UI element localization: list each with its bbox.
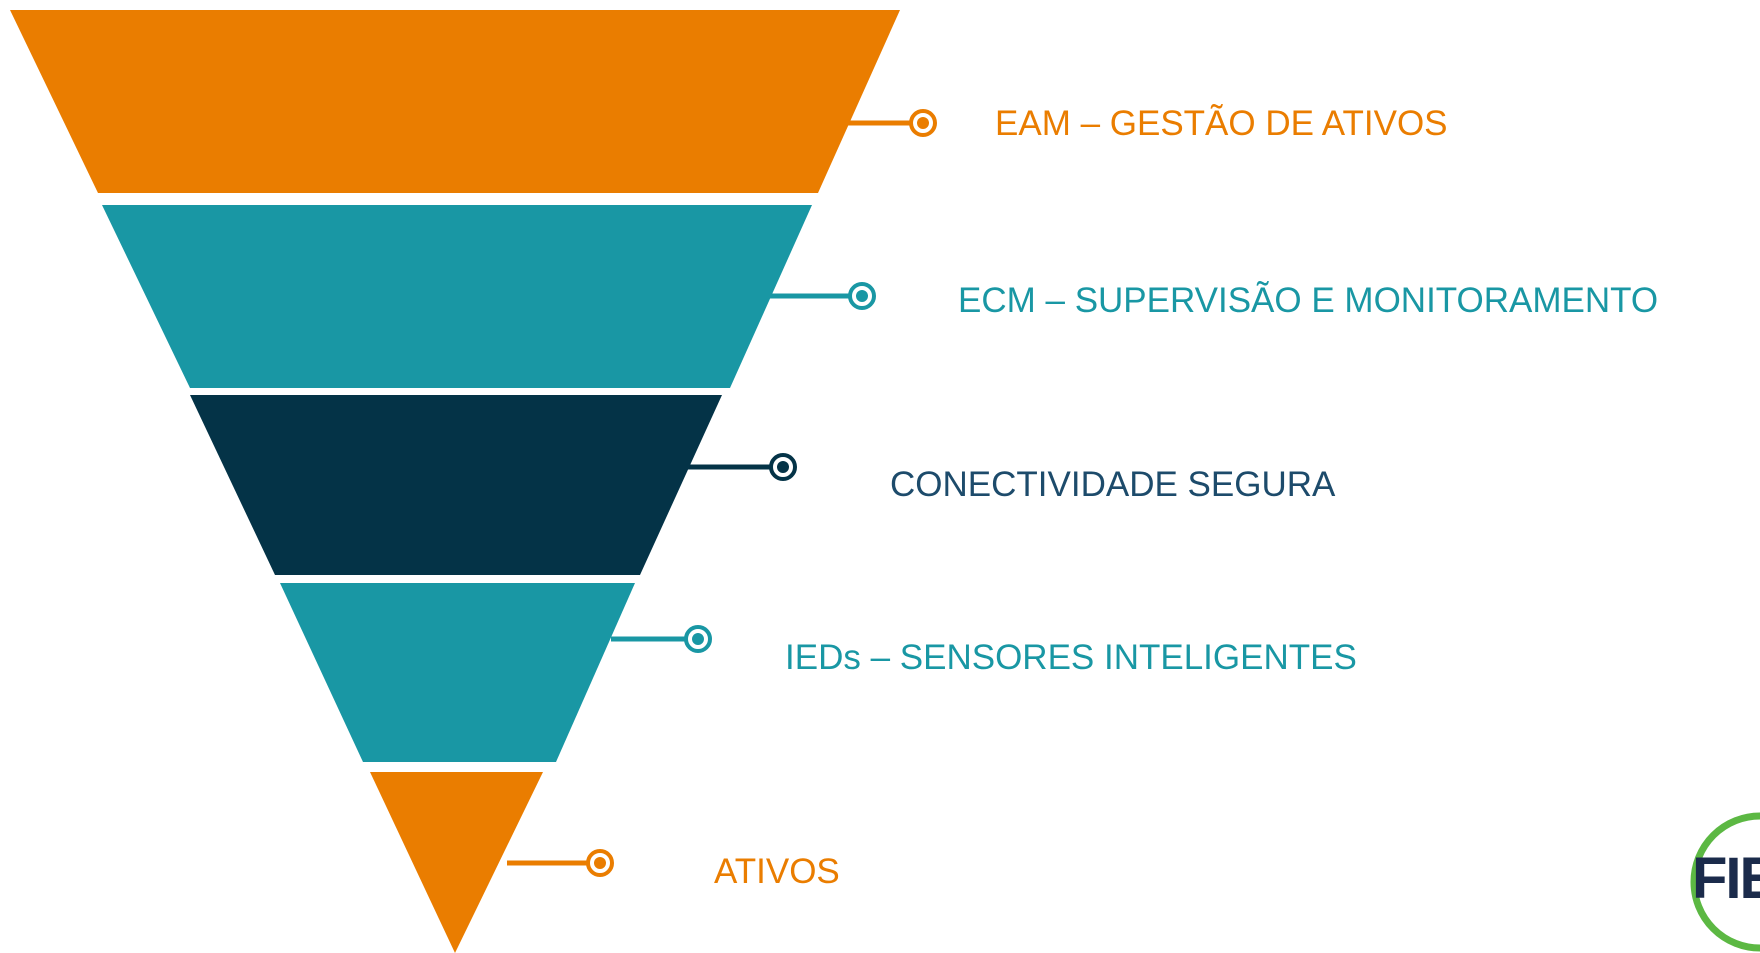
funnel-layer-3 [190,395,722,575]
connector-dot-3 [777,461,789,473]
layer-1-label: EAM – GESTÃO DE ATIVOS [995,104,1448,143]
connector-dot-4 [692,633,704,645]
layer-3-label: CONECTIVIDADE SEGURA [890,465,1336,504]
fiep-logo: FIE [1680,810,1760,953]
logo-text: FIE [1692,846,1760,911]
layer-4-label: IEDs – SENSORES INTELIGENTES [785,638,1357,677]
connector-dot-2 [856,290,868,302]
connector-dot-5 [594,857,606,869]
funnel-layer-2 [102,205,812,388]
funnel-layer-4 [280,583,635,762]
funnel-layer-5 [370,772,543,953]
funnel-layer-1 [10,10,900,193]
connector-dot-1 [917,117,929,129]
layer-5-label: ATIVOS [714,852,840,891]
layer-2-label: ECM – SUPERVISÃO E MONITORAMENTO [958,281,1659,320]
